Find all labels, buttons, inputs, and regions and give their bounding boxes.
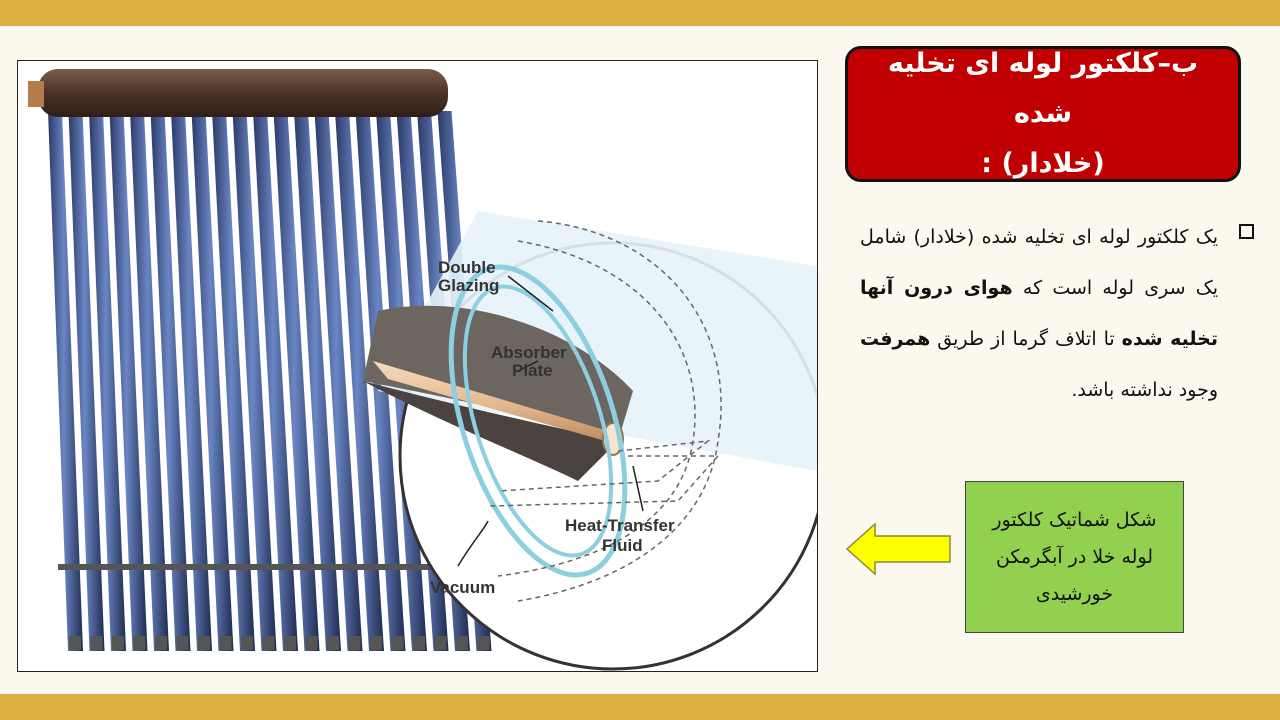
section-title-line1: ب–کلکتور لوله ای تخلیه شده bbox=[887, 48, 1199, 129]
header-inlet-pipe bbox=[28, 81, 44, 107]
tube-end-cap bbox=[413, 636, 425, 650]
tube-end-cap bbox=[370, 636, 382, 650]
heat-transfer-label: Heat-Transfer bbox=[565, 516, 675, 535]
evacuated-tube bbox=[89, 111, 126, 651]
evacuated-tube bbox=[294, 111, 341, 651]
tube-end-cap bbox=[327, 636, 339, 650]
double-glazing-label-line2: Glazing bbox=[438, 276, 499, 295]
tube-end-cap bbox=[69, 636, 81, 650]
bottom-band bbox=[0, 694, 1280, 720]
bullet-bold-word: همرفت bbox=[860, 328, 931, 350]
evacuated-tube bbox=[48, 111, 83, 651]
solar-collector-figure: Double Glazing Absorber Plate Heat-Trans… bbox=[17, 60, 818, 672]
inner-glass-ring bbox=[462, 284, 614, 558]
tube-end-cap bbox=[456, 636, 468, 650]
tube-end-cap bbox=[262, 636, 275, 650]
tube-end-cap bbox=[348, 636, 361, 650]
evacuated-tube bbox=[335, 111, 384, 651]
heat-pipe bbox=[373, 361, 623, 446]
evacuated-tube bbox=[212, 111, 255, 651]
bullet-paragraph: یک کلکتور لوله ای تخلیه شده (خلادار) شام… bbox=[860, 212, 1218, 416]
double-glazing-label: Double bbox=[438, 258, 496, 277]
bullet-text-part3: وجود نداشته باشد. bbox=[1071, 379, 1218, 401]
bottom-caps bbox=[69, 636, 490, 650]
evacuated-tube bbox=[150, 111, 191, 651]
evacuated-tube bbox=[253, 111, 298, 651]
top-band bbox=[0, 0, 1280, 26]
section-title-box: ب–کلکتور لوله ای تخلیه شده (خلادار) : bbox=[845, 46, 1241, 182]
evacuated-tube bbox=[191, 111, 234, 651]
evacuated-tube bbox=[314, 111, 363, 651]
evacuated-tube bbox=[130, 111, 169, 651]
caption-line1: شکل شماتیک کلکتور bbox=[992, 508, 1157, 531]
bullet-text-part1: یک کلکتور لوله ای تخلیه شده (خلادار) شام… bbox=[860, 226, 1219, 299]
bullet-bold-phrase: هوای درون آنها تخلیه شده bbox=[860, 277, 1218, 350]
evacuated-tube bbox=[68, 111, 105, 651]
tube-end-cap bbox=[391, 636, 404, 650]
figure-caption: شکل شماتیک کلکتور لوله خلا در آبگرمکن خو… bbox=[982, 502, 1166, 613]
caption-line3: خورشیدی bbox=[1035, 582, 1114, 605]
detail-magnifier bbox=[363, 211, 817, 671]
evacuated-tube bbox=[171, 111, 212, 651]
collector-header-tank bbox=[38, 69, 448, 117]
caption-box: شکل شماتیک کلکتور لوله خلا در آبگرمکن خو… bbox=[965, 481, 1184, 633]
evacuated-tube bbox=[109, 111, 148, 651]
absorber-plate-label: Absorber bbox=[491, 343, 567, 362]
square-bullet-icon bbox=[1239, 224, 1254, 239]
tube-end-cap bbox=[176, 636, 189, 650]
absorber-plate-label-line2: Plate bbox=[512, 361, 553, 380]
tube-end-cap bbox=[112, 636, 124, 650]
absorber-plate-shape bbox=[363, 305, 633, 441]
tube-end-cap bbox=[219, 636, 232, 650]
tube-end-cap bbox=[198, 636, 210, 650]
tube-end-cap bbox=[305, 636, 318, 650]
bullet-text-part2: تا اتلاف گرما از طریق bbox=[930, 328, 1122, 350]
bullet-item: یک کلکتور لوله ای تخلیه شده (خلادار) شام… bbox=[860, 212, 1254, 416]
section-title: ب–کلکتور لوله ای تخلیه شده (خلادار) : bbox=[848, 39, 1238, 189]
tube-end-cap bbox=[155, 636, 167, 650]
tube-end-cap bbox=[90, 636, 103, 650]
tube-end-cap bbox=[434, 636, 447, 650]
tube-end-cap bbox=[133, 636, 146, 650]
evacuated-tube bbox=[273, 111, 320, 651]
evacuated-tube bbox=[232, 111, 277, 651]
tube-end-cap bbox=[241, 636, 253, 650]
outer-glass-ring bbox=[448, 264, 628, 578]
section-title-line2: (خلادار) : bbox=[981, 148, 1105, 179]
vacuum-label: Vacuum bbox=[430, 578, 495, 597]
tube-end-cap bbox=[284, 636, 296, 650]
tube-end-cap bbox=[477, 636, 490, 650]
left-arrow-icon bbox=[845, 522, 951, 576]
caption-line2: لوله خلا در آبگرمکن bbox=[995, 545, 1154, 568]
heat-transfer-label-line2: Fluid bbox=[602, 536, 643, 555]
tube-array bbox=[48, 111, 492, 651]
